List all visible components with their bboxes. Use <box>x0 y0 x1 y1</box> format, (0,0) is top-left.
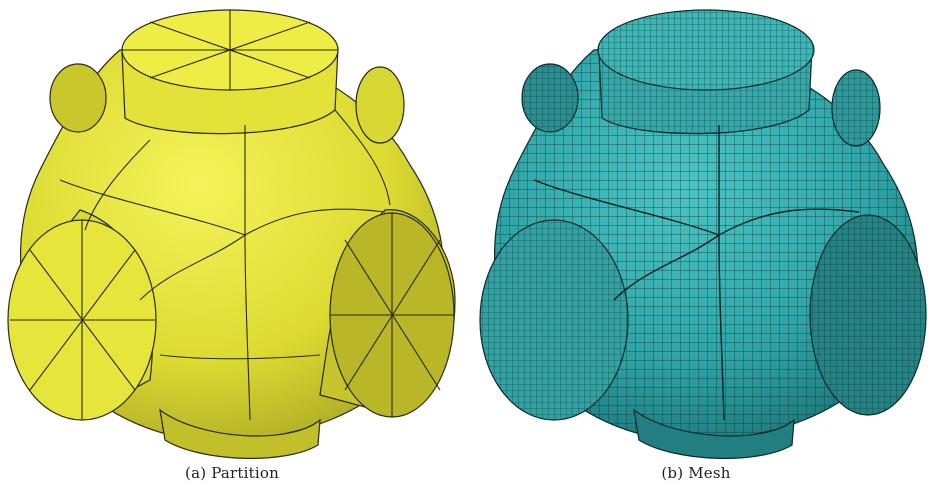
mesh-caption: (b) Mesh <box>661 464 731 482</box>
partition-model-image <box>7 9 456 459</box>
partition-panel: (a) Partition <box>7 9 456 482</box>
mesh-panel: (b) Mesh <box>464 0 928 495</box>
mesh-model-image <box>479 9 927 459</box>
partition-caption: (a) Partition <box>185 464 279 482</box>
